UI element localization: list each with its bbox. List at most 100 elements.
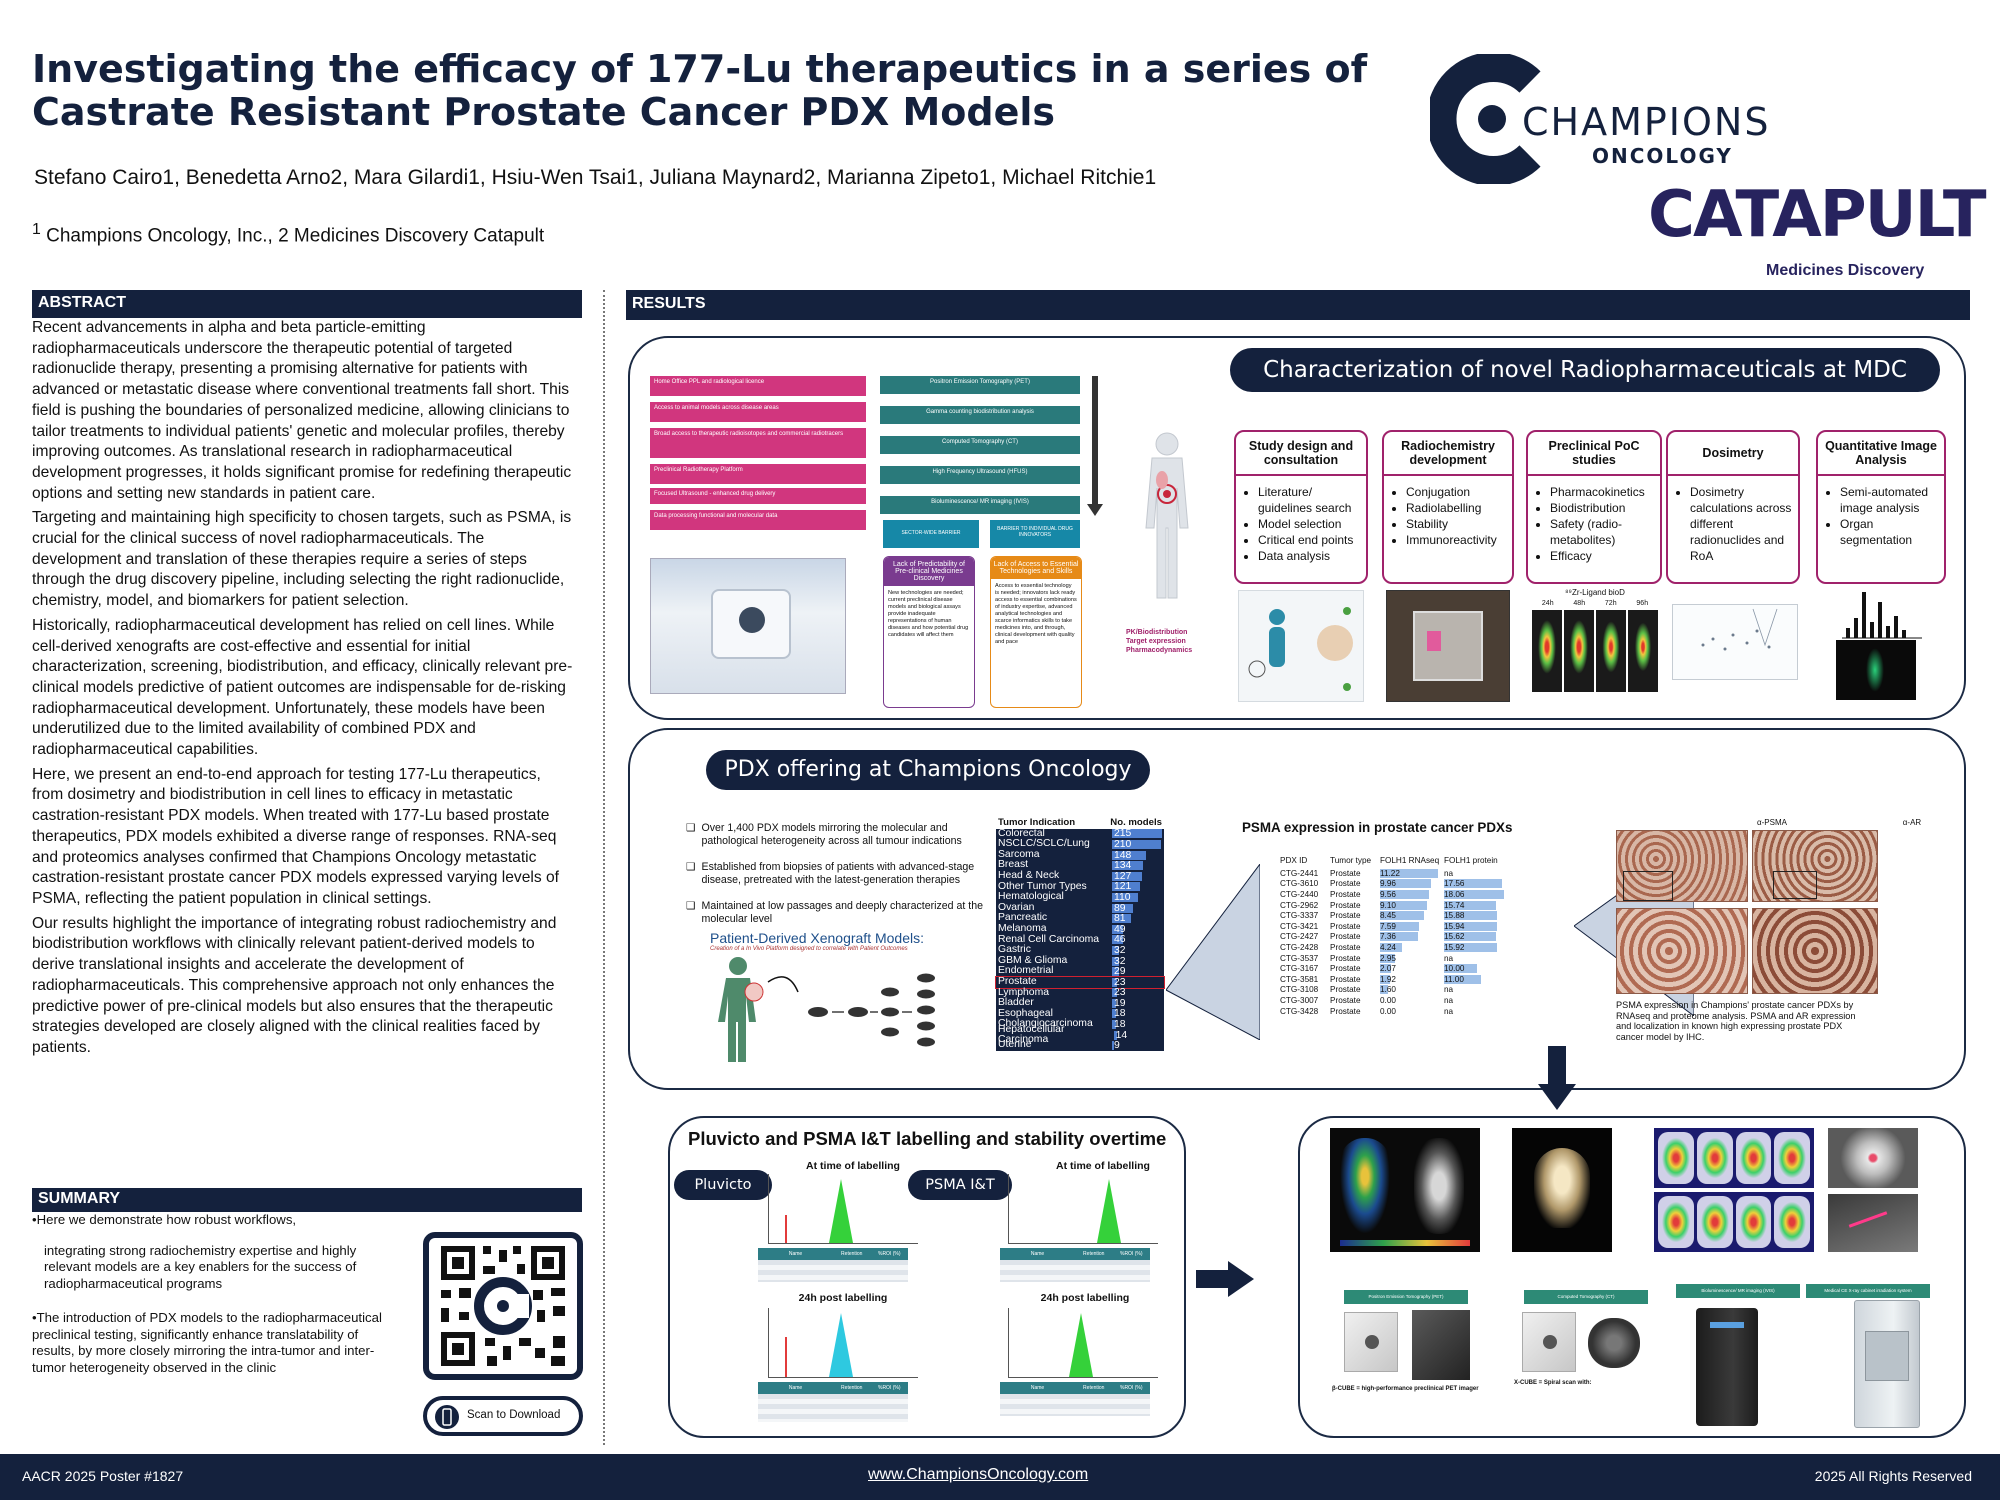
tumor-count: 23 [1114,976,1126,988]
stab-h: Name [788,1385,803,1391]
tumor-name: Prostate [998,975,1037,987]
tumor-count-bar [1112,1041,1115,1051]
footer-website-link[interactable]: www.ChampionsOncology.com [868,1466,1089,1483]
stab-h: Retention [841,1385,863,1391]
imaging-bar: Gamma counting biodistribution analysis [880,406,1080,424]
tumor-count-cell: 19 [1112,997,1162,1009]
psma-pdx-id: CTG-2440 [1280,889,1319,899]
step-item: Dosimetry calculations across different … [1690,484,1792,564]
ivis-instrument-label: Bioluminescence/ MR imaging (IVIS) [1676,1284,1800,1298]
pdx-bullet: ❑Established from biopsies of patients w… [686,861,990,886]
zr-pet-images [1532,610,1658,692]
champions-c-icon [1430,54,1541,184]
pdx-figure-title: Patient-Derived Xenograft Models: [710,930,924,946]
psma-protein-value: 10.00 [1444,964,1465,974]
psma-tumor-type: Prostate [1330,879,1361,889]
psma-tumor-type: Prostate [1330,900,1361,910]
scan-to-download-button[interactable]: Scan to Download [423,1396,583,1436]
stab-h: %ROI (%) [878,1385,901,1391]
psma-protein-value: 18.06 [1444,889,1465,899]
tumor-count: 19 [1114,997,1126,1009]
ct-scanner-photo [1522,1312,1576,1372]
mdc-title: Characterization of novel Radiopharmaceu… [1230,348,1940,392]
oncology-wordmark: ONCOLOGY [1592,144,1733,168]
tumor-name: Other Tumor Types [998,880,1087,892]
lab-photo [650,558,846,694]
psma-pdx-id: CTG-3007 [1280,995,1319,1005]
tumor-count-bar [1112,956,1120,966]
radiochemistry-photo [1386,590,1510,702]
stab-h: Name [1030,1251,1045,1257]
abstract-p2: Targeting and maintaining high specifici… [32,509,572,610]
pluvicto-at-time-label: At time of labelling [806,1160,900,1172]
tumor-count-cell: 121 [1112,882,1162,892]
irradiator-laser-image [1828,1194,1918,1252]
tumor-count-cell: 29 [1112,966,1162,977]
tumor-name: Endometrial [998,965,1054,977]
ihc-ar-lowmag [1752,830,1878,902]
psma-rna-value: 4.24 [1380,942,1396,952]
tumor-count-bar [1112,935,1123,945]
psma-rna-bar [1380,879,1432,889]
pet-instrument-label: Positron Emission Tomography (PET) [1344,1290,1468,1304]
ivis-instrument-photo [1696,1308,1758,1426]
ihc-psma-lowmag [1616,830,1748,902]
tumor-count-bar [1112,861,1144,871]
psma-it-24h-label: 24h post labelling [1040,1292,1130,1304]
psma-protein-cell: na [1444,1007,1508,1016]
psma-tumor-type: Prostate [1330,985,1361,995]
checkbox-icon: ❑ [686,900,696,912]
psma-protein-cell: 15.92 [1444,942,1508,952]
pluvicto-24h-label: 24h post labelling [798,1292,888,1304]
psma-protein-value: 15.62 [1444,932,1465,942]
psma-protein-value: 15.92 [1444,942,1465,952]
step-item: Semi-automated image analysis [1840,484,1938,516]
tumor-count-bar [1112,1020,1117,1030]
ct-module-photo [1588,1318,1640,1368]
psma-tumor-type: Prostate [1330,995,1361,1005]
tumor-count-cell: 23 [1112,976,1162,988]
psma-pdx-id: CTG-3421 [1280,921,1319,931]
psma-rna-bar [1380,932,1419,942]
psma-rna-bar [1380,868,1438,878]
psma-protein-bar [1444,900,1497,910]
imaging-bar: Positron Emission Tomography (PET) [880,376,1080,394]
psma-rna-value: 9.10 [1380,900,1396,910]
psma-rna-value: 8.45 [1380,911,1396,921]
psma-rna-cell: 0.00 [1380,996,1444,1005]
psma-tumor-type: Prostate [1330,974,1361,984]
psma-rna-value: 9.96 [1380,879,1396,889]
lack-access-box: Lack of Access to Essential Technologies… [990,556,1082,708]
ct-caption: X-CUBE = Spiral scan with: [1514,1380,1592,1386]
psma-protein-cell: 11.00 [1444,974,1508,984]
psma-protein-bar [1444,974,1481,984]
arrow-right-shaft [1196,1270,1230,1288]
psma-pdx-id: CTG-3337 [1280,911,1319,921]
psma-rna-value: 11.22 [1380,868,1400,878]
psma-pdx-id: CTG-3167 [1280,964,1319,974]
qr-code-frame[interactable] [423,1232,583,1380]
psma-header: FOLH1 protein [1444,856,1498,865]
psma-rna-value: 0.00 [1380,1006,1396,1016]
zr-time: 24h [1541,600,1554,607]
xray-instrument-label: Medical CE X-ray cabinet irradiation sys… [1806,1284,1930,1298]
psma-protein-cell: 15.94 [1444,921,1508,931]
tumor-name: Melanoma [998,922,1047,934]
lack-access-text: Access to essential technology is needed… [995,583,1077,645]
step-item: Stability [1406,516,1506,532]
ihc-ar-highmag [1752,908,1878,994]
tumor-count: 81 [1114,913,1126,925]
